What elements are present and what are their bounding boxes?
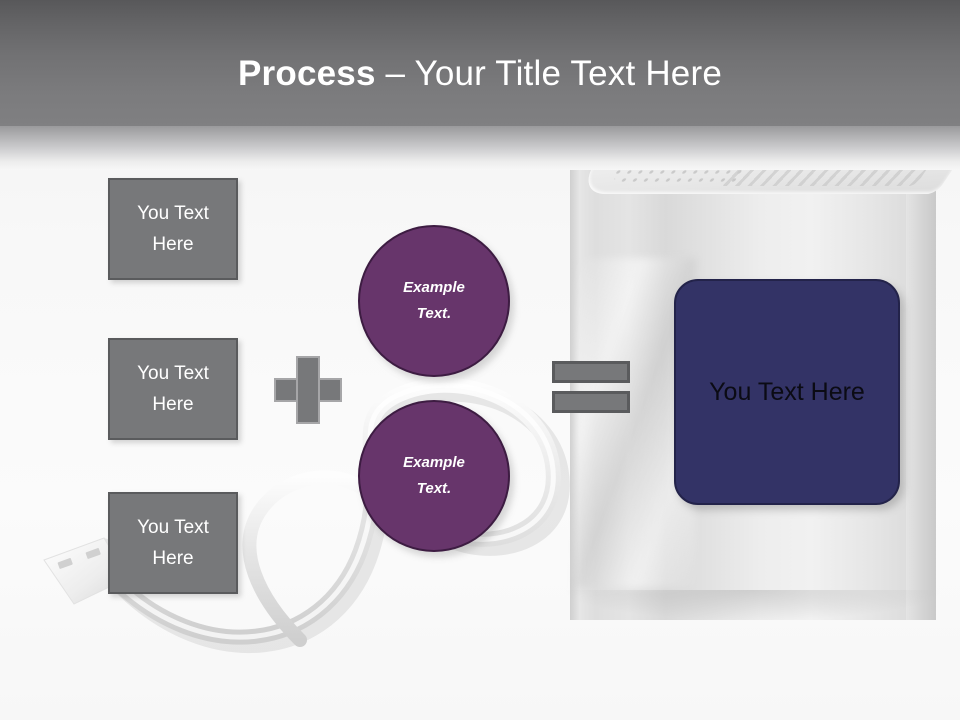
page-title-bold: Process — [238, 54, 376, 93]
input-box-2-label: You Text Here — [137, 363, 209, 415]
title-band — [0, 0, 960, 128]
input-box-3-label: You Text Here — [137, 517, 209, 569]
example-circle-1[interactable]: Example Text. — [358, 225, 510, 377]
example-circle-2-label: Example Text. — [403, 454, 465, 497]
result-box[interactable]: You Text Here — [674, 279, 900, 505]
result-box-label: You Text Here — [709, 378, 865, 406]
example-circle-1-label: Example Text. — [403, 279, 465, 322]
input-box-1[interactable]: You Text Here — [108, 178, 238, 280]
equals-bar-bottom — [552, 391, 630, 413]
title-band-fade — [0, 126, 960, 170]
example-circle-2[interactable]: Example Text. — [358, 400, 510, 552]
input-box-3[interactable]: You Text Here — [108, 492, 238, 594]
input-box-2[interactable]: You Text Here — [108, 338, 238, 440]
equals-bar-top — [552, 361, 630, 383]
tower-ground-shadow — [566, 590, 940, 620]
plus-icon — [274, 356, 342, 424]
tower-right-edge — [906, 160, 936, 620]
page-title-rest: – Your Title Text Here — [375, 54, 722, 93]
equals-icon — [552, 361, 630, 419]
page-title: Process – Your Title Text Here — [0, 52, 960, 96]
plus-center — [298, 380, 318, 400]
input-box-1-label: You Text Here — [137, 203, 209, 255]
